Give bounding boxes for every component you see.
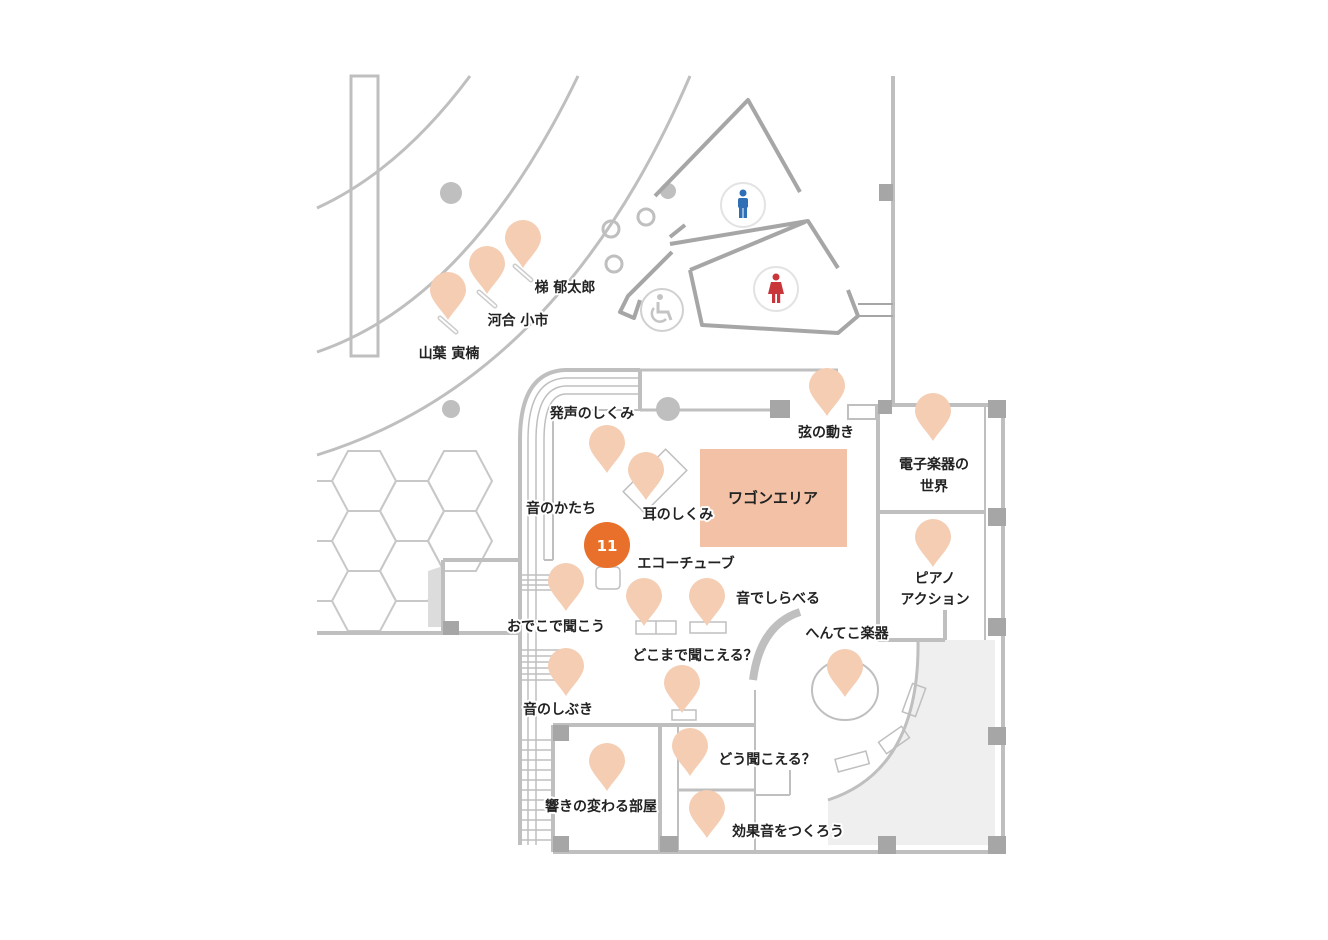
wall-pillars [553, 400, 1006, 854]
male-restroom-icon [720, 182, 766, 228]
highlight-marker[interactable]: 11 [584, 522, 630, 568]
label-mimi[interactable]: 耳のしくみ [641, 505, 716, 525]
hall-walls [518, 368, 1005, 854]
pin-mimi-icon[interactable] [628, 452, 664, 500]
pin-dou-icon[interactable] [672, 728, 708, 776]
label-echo-tube[interactable]: エコーチューブ [635, 553, 736, 574]
pin-kawai-icon[interactable] [469, 246, 505, 294]
label-denshi-1[interactable]: 電子楽器の [897, 454, 971, 475]
pin-yamaha-icon[interactable] [430, 272, 466, 320]
label-hibiki[interactable]: 響きの変わる部屋 [543, 796, 659, 817]
restroom-block [618, 98, 893, 335]
label-gen[interactable]: 弦の動き [796, 422, 856, 443]
shaded-floor [828, 640, 995, 845]
wheelchair-icon [640, 288, 684, 332]
label-piano-2[interactable]: アクション [898, 590, 971, 610]
pin-yamaha-stem-inner [439, 317, 457, 333]
pin-kakehashi-icon[interactable] [505, 220, 541, 268]
pin-dokomade-icon[interactable] [626, 578, 662, 626]
pin-hibiki-icon[interactable] [589, 743, 625, 791]
pin-piano-icon[interactable] [915, 519, 951, 567]
label-shibuki[interactable]: 音のしぶき [521, 699, 595, 720]
pin-kakehashi-stem-inner [514, 265, 532, 281]
label-hassei[interactable]: 発声のしくみ [547, 403, 637, 424]
label-dokomade[interactable]: どこまで聞こえる？ [630, 646, 759, 666]
highlight-number: 11 [597, 537, 618, 555]
label-koka[interactable]: 効果音をつくろう [730, 821, 846, 842]
label-piano-1[interactable]: ピアノ [913, 569, 958, 589]
pin-kawai-stem-inner [478, 291, 496, 307]
pin-gen-icon[interactable] [809, 368, 845, 416]
pin-koka-icon[interactable] [689, 790, 725, 838]
label-dou[interactable]: どう聞こえる？ [716, 750, 818, 770]
exhibit-pins [430, 220, 951, 838]
pin-odeko-icon[interactable] [548, 563, 584, 611]
label-oto-katachi[interactable]: 音のかたち [524, 498, 598, 519]
pin-hassei-icon[interactable] [589, 425, 625, 473]
hex-area-walls [317, 558, 520, 635]
pin-denshi-icon[interactable] [915, 393, 951, 441]
hexagon-floor [317, 450, 494, 632]
female-restroom-icon [753, 266, 799, 312]
wagon-area [700, 449, 847, 547]
label-yamaha[interactable]: 山葉 寅楠 [417, 343, 482, 364]
plaza-area [316, 74, 895, 457]
label-denshi-2[interactable]: 世界 [918, 476, 951, 497]
label-odeko[interactable]: おでこで聞こう [505, 617, 607, 637]
labels: 梯 郁太郎 河合 小市 山葉 寅楠 発声のしくみ 弦の動き 電子楽器の 世界 音… [417, 277, 972, 842]
label-kakehashi[interactable]: 梯 郁太郎 [533, 277, 598, 298]
label-kawai[interactable]: 河合 小市 [486, 310, 551, 331]
pin-shibuki-icon[interactable] [548, 648, 584, 696]
pin-dokomade-2-icon[interactable] [664, 665, 700, 713]
pin-oto-shiraberu-icon[interactable] [689, 578, 725, 626]
wagon-area-label: ワゴンエリア [728, 489, 818, 507]
pin-hentekko-icon[interactable] [827, 649, 863, 697]
label-oto-shiraberu[interactable]: 音でしらべる [734, 588, 822, 609]
label-hentekko[interactable]: へんてこ楽器 [803, 623, 891, 644]
